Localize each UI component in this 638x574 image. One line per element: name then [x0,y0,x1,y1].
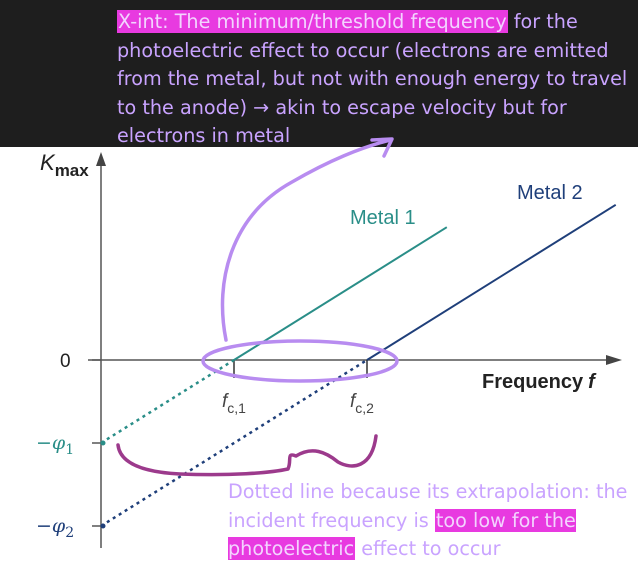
x-axis-label-symbol: f [588,371,597,393]
series-2-line [366,203,617,361]
series-2-extrapolation [100,358,368,528]
threshold-highlight: X-int: The minimum/threshold frequency [117,10,508,33]
y-tick-phi2: −φ2 [36,515,74,541]
series-1-extrapolation [100,358,235,445]
series-label-metal-2: Metal 2 [517,182,583,204]
dotted-region-brace [116,434,378,477]
x-tick-fc2-main: f [350,391,357,412]
y-tick-phi1: −φ1 [36,432,74,458]
annotation-arrowhead [370,137,394,158]
y-tick-zero: 0 [60,351,71,372]
x-axis-arrow [606,355,622,365]
dotted-line-note: Dotted line because its extrapolation: t… [228,478,632,564]
y-tick-phi1-sub: 1 [65,442,74,458]
x-tick-fc2-sub: c,2 [355,400,374,416]
x-tick-fc1-sub: c,1 [227,400,246,416]
series-2-intercept-point [100,523,106,529]
x-tick-fc2: fc,2 [350,391,374,416]
dotted-note-end: effect to occur [355,537,501,560]
y-tick-phi2-sub: 2 [65,525,74,541]
series-label-metal-1: Metal 1 [350,207,416,229]
series-1-intercept-point [100,440,106,446]
chart-marks [92,203,617,529]
x-tick-fc1: fc,1 [222,391,246,416]
y-axis-arrow [96,152,106,166]
series-1-line [233,226,448,361]
dotted-note-text: Dotted line because its extrapolation: t… [228,480,628,532]
x-tick-fc1-main: f [222,391,229,412]
x-axis-label-text: Frequency [482,371,584,393]
intercept-circle [201,339,399,383]
annotation-arrow-curve [220,138,392,342]
y-tick-phi1-prefix: − [36,432,52,454]
threshold-note-rest: for the photoelectric effect to occur (e… [117,10,628,147]
y-tick-phi1-main: φ [52,432,66,454]
hand-annotations [116,137,399,477]
y-axis-label: Kmax [40,150,89,180]
y-axis-label-sub: max [55,161,90,180]
y-tick-phi2-prefix: − [36,515,52,537]
y-axis-label-main: K [40,150,56,175]
threshold-frequency-note: X-int: The minimum/threshold frequency f… [117,8,632,151]
y-tick-phi2-main: φ [52,515,66,537]
